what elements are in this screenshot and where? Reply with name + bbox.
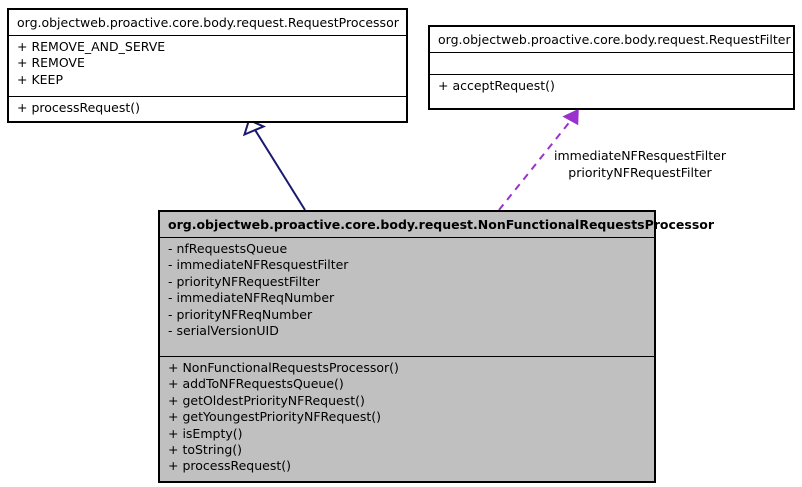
class-box-non-functional-requests-processor[interactable]: org.objectweb.proactive.core.body.reques… — [158, 210, 715, 483]
attribute-item: - nfRequestsQueue — [168, 241, 288, 256]
attribute-list: + REMOVE_AND_SERVE + REMOVE + KEEP — [17, 39, 398, 88]
method-item: + toString() — [168, 442, 243, 458]
generalization-edge — [242, 118, 306, 211]
dependency-edge-label-line2: priorityNFRequestFilter — [568, 165, 712, 180]
class-methods-request-processor: + processRequest() — [9, 96, 406, 120]
attribute-item: - immediateNFReqNumber — [168, 290, 335, 306]
method-item: + processRequest() — [168, 458, 292, 474]
attribute-item: + REMOVE — [17, 55, 85, 71]
attribute-item: - priorityNFRequestFilter — [168, 273, 320, 289]
class-attributes-request-filter — [430, 52, 793, 74]
attribute-item: - serialVersionUID — [168, 323, 279, 339]
dependency-edge-label-line1: immediateNFResquestFilter — [554, 148, 726, 163]
class-title-non-functional-requests-processor: org.objectweb.proactive.core.body.reques… — [168, 217, 715, 232]
attribute-item: - priorityNFReqNumber — [168, 306, 313, 322]
class-box-request-filter[interactable]: org.objectweb.proactive.core.body.reques… — [428, 25, 795, 110]
method-list: + processRequest() — [17, 100, 398, 116]
class-title-request-filter: org.objectweb.proactive.core.body.reques… — [438, 32, 791, 47]
method-list: + acceptRequest() — [438, 78, 785, 94]
method-item: + getOldestPriorityNFRequest() — [168, 392, 365, 408]
method-item: + processRequest() — [17, 100, 141, 115]
method-item: + addToNFRequestsQueue() — [168, 376, 344, 392]
method-item: + isEmpty() — [168, 425, 243, 441]
method-item: + NonFunctionalRequestsProcessor() — [168, 360, 399, 375]
class-methods-request-filter: + acceptRequest() — [430, 74, 793, 98]
method-item: + acceptRequest() — [438, 78, 555, 93]
attribute-item: + KEEP — [17, 71, 63, 87]
attribute-list: - nfRequestsQueue - immediateNFResquestF… — [168, 241, 646, 339]
class-box-request-processor[interactable]: org.objectweb.proactive.core.body.reques… — [7, 8, 408, 123]
attribute-item: - immediateNFResquestFilter — [168, 257, 349, 273]
attribute-item: + REMOVE_AND_SERVE — [17, 39, 166, 54]
method-list: + NonFunctionalRequestsProcessor() + add… — [168, 360, 646, 475]
class-title-request-processor: org.objectweb.proactive.core.body.reques… — [17, 15, 399, 30]
class-methods-non-functional-requests-processor: + NonFunctionalRequestsProcessor() + add… — [160, 356, 654, 479]
method-item: + getYoungestPriorityNFRequest() — [168, 409, 382, 425]
class-attributes-request-processor: + REMOVE_AND_SERVE + REMOVE + KEEP — [9, 35, 406, 96]
class-attributes-non-functional-requests-processor: - nfRequestsQueue - immediateNFResquestF… — [160, 237, 654, 356]
